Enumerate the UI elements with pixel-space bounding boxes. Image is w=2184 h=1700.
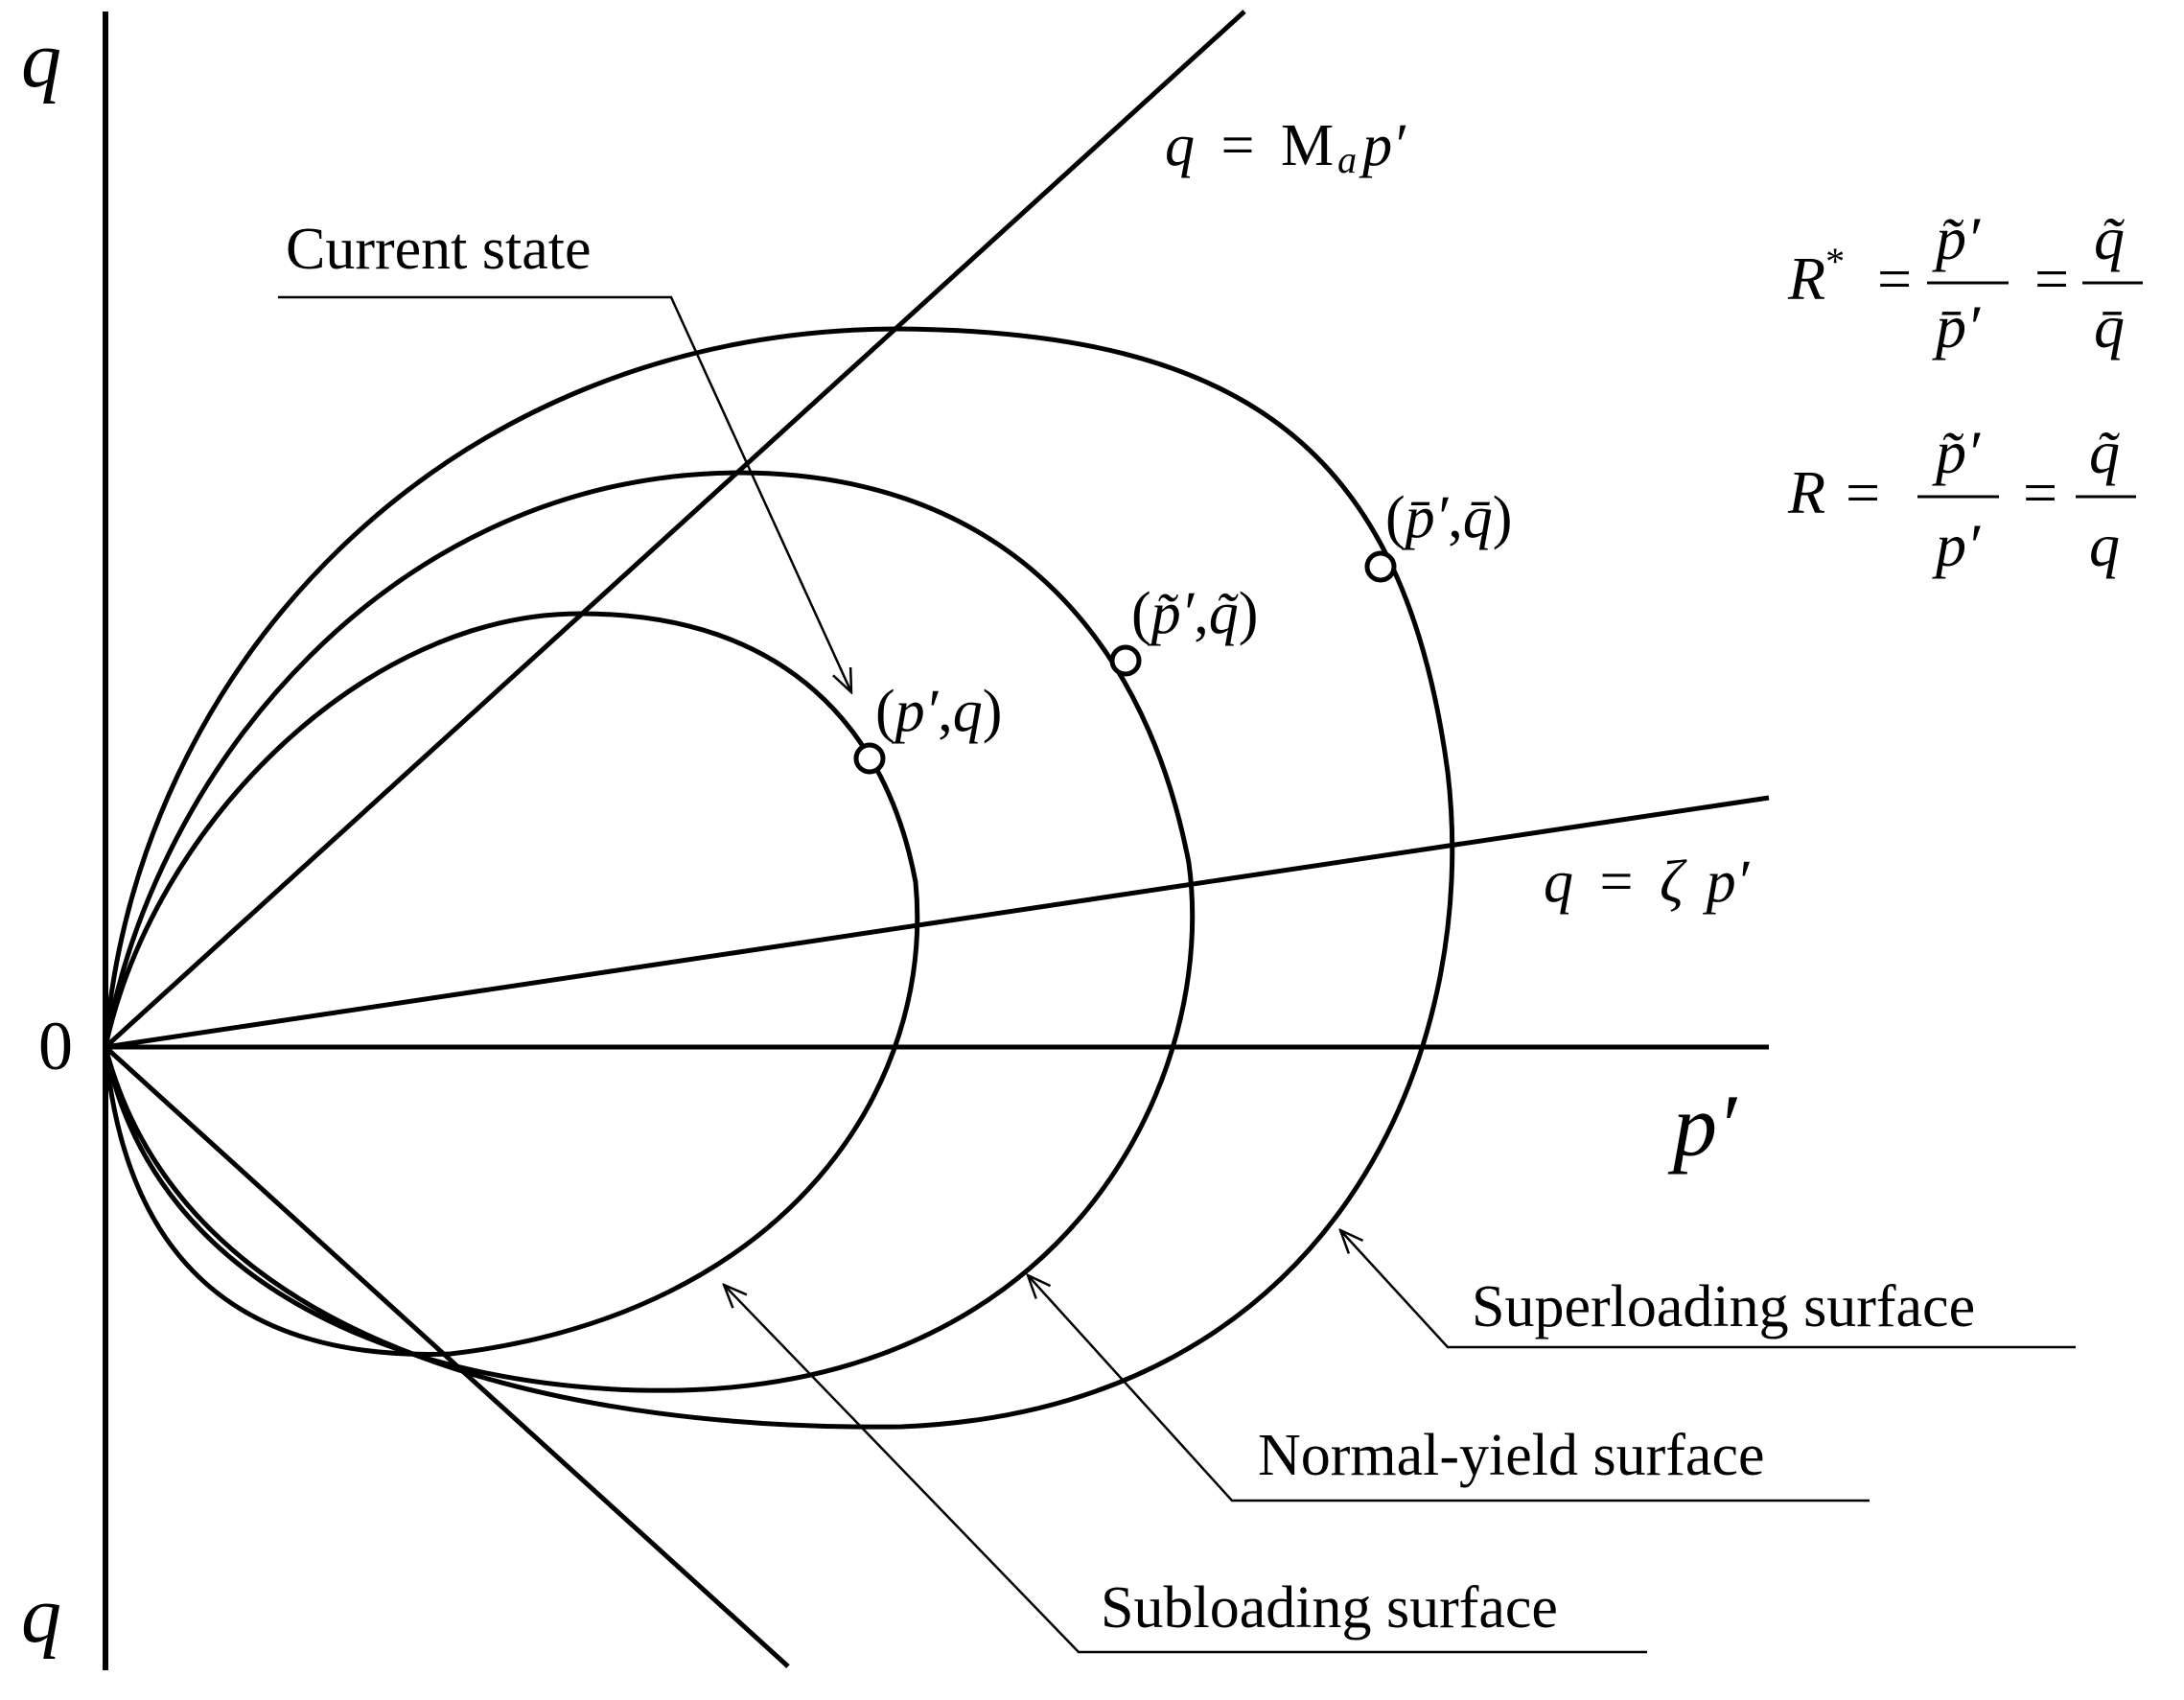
normal-yield-point <box>1109 644 1142 677</box>
zeta-line-equation: q = ζ p′ <box>1544 850 1751 915</box>
normal-yield-leader <box>1028 1275 1870 1502</box>
r-eq1: = <box>1846 458 1880 526</box>
r-den1: p′ <box>1932 511 1981 579</box>
origin-label: 0 <box>38 1008 73 1084</box>
lower-critical-state-line <box>104 1045 790 1668</box>
current-state-point-label: (p′,q) <box>875 679 1002 744</box>
current-state-point <box>853 742 886 775</box>
r-lhs: R <box>1787 458 1825 526</box>
subloading-surface <box>103 611 920 1357</box>
superloading-surface <box>103 326 1455 1430</box>
superloading-surface-label: Superloading surface <box>1472 1274 1975 1339</box>
r-star-num2: q̃ <box>2094 204 2126 272</box>
normal-yield-point-label: (p̃′,q̃) <box>1131 581 1258 646</box>
r-star-eq1: = <box>1877 245 1912 313</box>
q-axis-label-bottom: q <box>21 1571 61 1660</box>
r-num1: p̃′ <box>1932 418 1981 486</box>
superloading-leader <box>1340 1230 2076 1349</box>
r-star-eq2: = <box>2034 245 2069 313</box>
r-star-formula: R* = p̃′ p̄′ = q̃ q̄ <box>1787 204 2143 361</box>
r-star-lhs: R* <box>1787 240 1845 313</box>
subloading-leader <box>724 1285 1647 1654</box>
critical-state-line <box>104 10 1246 1049</box>
subloading-surface-label: Subloading surface <box>1101 1575 1558 1641</box>
r-star-den1: p̄′ <box>1932 292 1981 361</box>
superloading-point-label: (p̄′,q̄) <box>1385 485 1512 550</box>
r-den2: q <box>2089 511 2120 579</box>
q-axis-label-top: q <box>21 15 61 105</box>
normal-yield-surface <box>103 470 1196 1393</box>
p-axis-label: p′ <box>1667 1077 1738 1175</box>
r-star-den2: q̄ <box>2094 292 2125 361</box>
r-num2: q̃ <box>2089 418 2121 486</box>
r-star-num1: p̃′ <box>1932 204 1981 272</box>
current-state-label: Current state <box>286 217 592 282</box>
r-formula: R = p̃′ p′ = q̃ q <box>1787 418 2136 579</box>
r-eq2: = <box>2023 458 2057 526</box>
superloading-point <box>1364 550 1397 583</box>
current-state-leader <box>278 295 851 692</box>
zeta-line <box>105 795 1770 1050</box>
normal-yield-surface-label: Normal-yield surface <box>1258 1423 1764 1488</box>
